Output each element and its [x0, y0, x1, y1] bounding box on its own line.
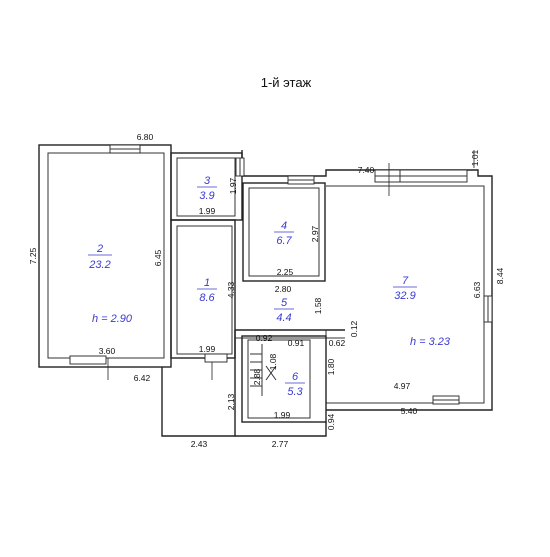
dim-0-92: 0.92 [256, 333, 273, 343]
dim-2-25: 2.25 [277, 267, 294, 277]
dim-0-12: 0.12 [349, 320, 359, 337]
dim-5-40: 5.40 [401, 406, 418, 416]
dim-2-77: 2.77 [272, 439, 289, 449]
room-1-area: 8.6 [199, 292, 215, 304]
room-6-area: 5.3 [287, 386, 303, 398]
room-2-number: 2 [96, 243, 103, 255]
dim-6-80: 6.80 [137, 132, 154, 142]
left-block-outer [38, 144, 172, 368]
dim-8-44: 8.44 [495, 267, 505, 284]
dim-4-33: 4.33 [226, 281, 236, 298]
dim-6-63: 6.63 [472, 281, 482, 298]
dim-2-43: 2.43 [191, 439, 208, 449]
dim-4-97: 4.97 [394, 381, 411, 391]
room-5-area: 4.4 [276, 312, 291, 324]
leader-lines [107, 150, 475, 380]
dim-2-88: 2.88 [252, 368, 262, 385]
dimension-labels: 6.80 7.25 6.45 3.60 6.42 1.97 1.99 1.99 … [28, 132, 505, 449]
window-room-1 [204, 353, 228, 363]
room-3-area: 3.9 [199, 190, 214, 202]
room-1-inner [176, 225, 233, 355]
room-labels: 2 23.2 3 3.9 1 8.6 4 6.7 5 4.4 6 5.3 7 3… [88, 175, 451, 398]
stair-icon [250, 344, 277, 396]
dim-1-08: 1.08 [268, 353, 278, 370]
room-6-inner [247, 339, 311, 419]
room-2-area: 23.2 [88, 259, 110, 271]
walls [38, 144, 493, 437]
dim-1-99-room-6: 1.99 [274, 410, 291, 420]
room-7-number: 7 [402, 275, 409, 287]
dim-2-80: 2.80 [275, 284, 292, 294]
floor-title: 1-й этаж [261, 75, 312, 90]
dim-6-45: 6.45 [153, 249, 163, 266]
dim-0-62: 0.62 [329, 338, 346, 348]
room-6-walls [241, 335, 327, 423]
lower-outer [235, 422, 327, 437]
room-1-number: 1 [204, 277, 210, 289]
room-4-inner [248, 187, 320, 277]
dim-1-99-room-1: 1.99 [199, 344, 216, 354]
dim-2-97: 2.97 [310, 225, 320, 242]
porch-outer [161, 330, 236, 437]
dim-7-40: 7.40 [358, 165, 375, 175]
dim-0-94: 0.94 [326, 413, 336, 430]
right-block-outer [241, 150, 493, 411]
room-7-area: 32.9 [394, 290, 415, 302]
room-6-number: 6 [292, 371, 299, 383]
dim-6-42: 6.42 [134, 373, 151, 383]
dim-0-91: 0.91 [288, 338, 305, 348]
room-3-inner [176, 157, 236, 217]
room-4-walls [242, 182, 326, 282]
dim-1-01: 1.01 [470, 149, 480, 166]
dim-2-13: 2.13 [226, 393, 236, 410]
dim-7-25: 7.25 [28, 247, 38, 264]
dim-1-58: 1.58 [313, 297, 323, 314]
windows [69, 144, 493, 405]
room-1-walls [170, 219, 236, 359]
dim-1-80: 1.80 [326, 358, 336, 375]
window-bottom-left [69, 355, 107, 365]
dim-1-99-room-3: 1.99 [199, 206, 216, 216]
room-2-inner [47, 152, 165, 359]
height-left: h = 2.90 [92, 313, 133, 325]
room-5-number: 5 [281, 297, 288, 309]
room-4-area: 6.7 [276, 235, 292, 247]
height-right: h = 3.23 [410, 336, 451, 348]
dim-3-60: 3.60 [99, 346, 116, 356]
dim-1-97: 1.97 [228, 177, 238, 194]
room-4-number: 4 [281, 220, 287, 232]
room-3-number: 3 [204, 175, 211, 187]
